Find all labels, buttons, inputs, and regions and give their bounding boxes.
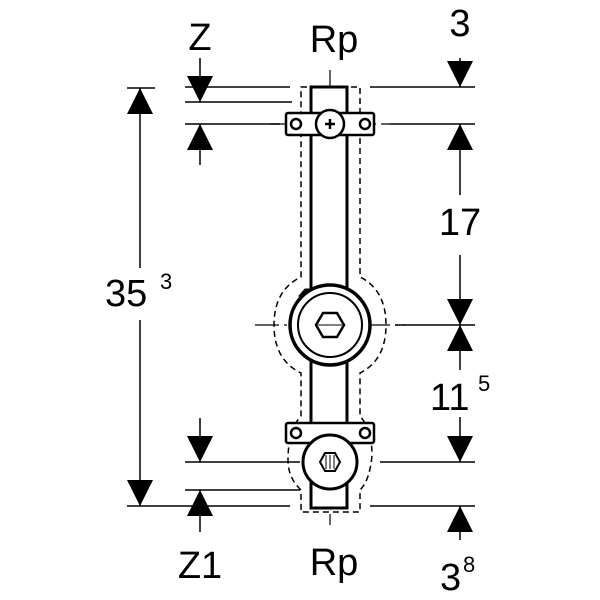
installation-outline — [273, 86, 387, 513]
label-z: Z — [188, 17, 211, 59]
label-z1: Z1 — [178, 545, 222, 587]
bottom-bracket — [284, 421, 376, 491]
top-bracket — [284, 108, 376, 140]
label-dim-35: 35 — [105, 273, 147, 315]
label-dim-11-sup: 5 — [478, 371, 490, 396]
label-dim-3-bottom: 3 — [440, 557, 461, 599]
valve-body — [288, 283, 372, 367]
label-rp-bottom: Rp — [310, 542, 359, 584]
label-dim-17: 17 — [439, 202, 481, 244]
dimension-arrows — [127, 58, 473, 540]
label-dim-3-bottom-sup: 8 — [463, 552, 475, 577]
label-dim-35-sup: 3 — [160, 269, 172, 294]
label-dim-3-top: 3 — [449, 3, 470, 45]
label-rp-top: Rp — [310, 19, 359, 61]
label-dim-11: 11 — [430, 377, 469, 419]
